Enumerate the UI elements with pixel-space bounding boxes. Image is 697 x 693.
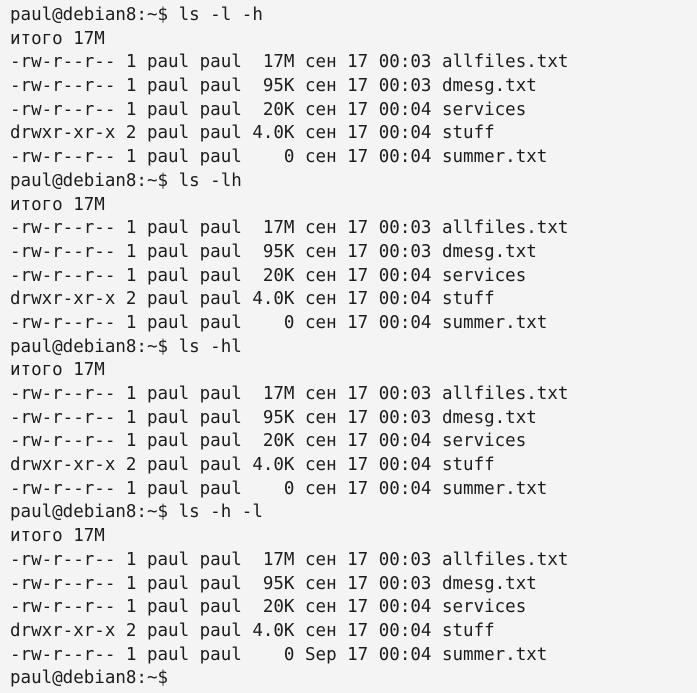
output-line-file: -rw-r--r-- 1 paul paul 20K сен 17 00:04 …	[10, 265, 527, 286]
output-line-dir: drwxr-xr-x 2 paul paul 4.0K сен 17 00:04…	[10, 620, 495, 641]
output-line-file: -rw-r--r-- 1 paul paul 0 сен 17 00:04 su…	[10, 478, 548, 499]
output-line-file: -rw-r--r-- 1 paul paul 95K сен 17 00:03 …	[10, 573, 537, 594]
prompt-line: paul@debian8:~$ ls -hl	[10, 336, 242, 357]
output-line-total: итого 17M	[10, 194, 105, 215]
output-line-dir: drwxr-xr-x 2 paul paul 4.0K сен 17 00:04…	[10, 123, 495, 144]
output-line-file: -rw-r--r-- 1 paul paul 17M сен 17 00:03 …	[10, 549, 569, 570]
output-line-file: -rw-r--r-- 1 paul paul 0 сен 17 00:04 su…	[10, 312, 548, 333]
output-line-total: итого 17M	[10, 360, 105, 381]
output-line-file: -rw-r--r-- 1 paul paul 17M сен 17 00:03 …	[10, 218, 569, 239]
output-line-file: -rw-r--r-- 1 paul paul 20K сен 17 00:04 …	[10, 597, 527, 618]
output-line-file: -rw-r--r-- 1 paul paul 0 Sep 17 00:04 su…	[10, 644, 548, 665]
output-line-dir: drwxr-xr-x 2 paul paul 4.0K сен 17 00:04…	[10, 289, 495, 310]
prompt-line: paul@debian8:~$ ls -h -l	[10, 502, 263, 523]
output-line-total: итого 17M	[10, 526, 105, 547]
output-line-file: -rw-r--r-- 1 paul paul 20K сен 17 00:04 …	[10, 431, 527, 452]
prompt-line-current[interactable]: paul@debian8:~$	[10, 668, 169, 689]
output-line-file: -rw-r--r-- 1 paul paul 95K сен 17 00:03 …	[10, 407, 537, 428]
prompt-line: paul@debian8:~$ ls -l -h	[10, 5, 263, 25]
prompt-line: paul@debian8:~$ ls -lh	[10, 170, 242, 191]
output-line-file: -rw-r--r-- 1 paul paul 17M сен 17 00:03 …	[10, 384, 569, 404]
output-line-dir: drwxr-xr-x 2 paul paul 4.0K сен 17 00:04…	[10, 455, 495, 476]
output-line-file: -rw-r--r-- 1 paul paul 17M сен 17 00:03 …	[10, 52, 569, 73]
output-line-file: -rw-r--r-- 1 paul paul 0 сен 17 00:04 su…	[10, 147, 548, 168]
output-line-file: -rw-r--r-- 1 paul paul 95K сен 17 00:03 …	[10, 76, 537, 97]
output-line-file: -rw-r--r-- 1 paul paul 20K сен 17 00:04 …	[10, 99, 527, 120]
output-line-total: итого 17M	[10, 28, 105, 49]
output-line-file: -rw-r--r-- 1 paul paul 95K сен 17 00:03 …	[10, 241, 537, 262]
